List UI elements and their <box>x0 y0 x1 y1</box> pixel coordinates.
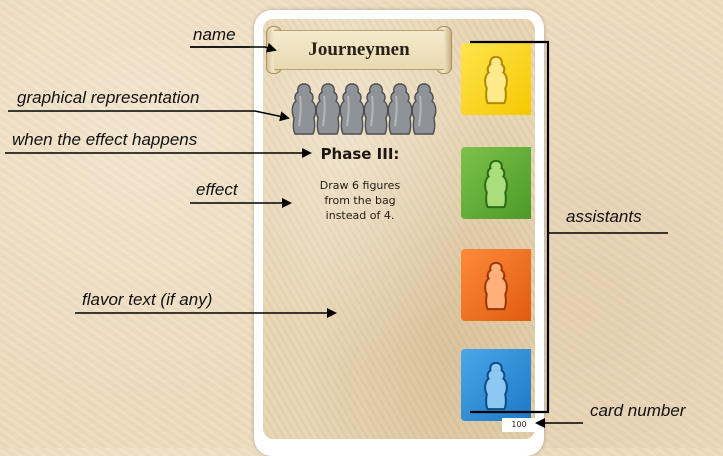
meeple-figure-icon <box>361 82 391 136</box>
assistant-yellow <box>461 43 531 115</box>
meeple-figure-icon <box>484 159 508 209</box>
meeple-figure-icon <box>484 261 508 311</box>
effect-text: Draw 6 figures from the bag instead of 4… <box>290 178 430 223</box>
name-scroll: Journeymen <box>266 26 452 74</box>
meeple-figure-icon <box>409 82 439 136</box>
scroll-paper: Journeymen <box>274 30 444 70</box>
assistant-blue <box>461 349 531 421</box>
meeple-figure-icon <box>313 82 343 136</box>
meeple-figure-icon <box>289 82 319 136</box>
label-graphical-representation: graphical representation <box>17 88 200 107</box>
assistants-bracket <box>470 40 550 414</box>
assistant-green <box>461 147 531 219</box>
label-name: name <box>193 25 236 44</box>
label-card-number: card number <box>590 401 686 420</box>
arrow-graphical <box>8 110 290 122</box>
phase-text: Phase III: <box>320 145 400 163</box>
effect-line: instead of 4. <box>325 209 395 222</box>
label-flavor-text: flavor text (if any) <box>82 290 213 309</box>
label-effect: effect <box>196 180 238 199</box>
meeple-figure-icon <box>385 82 415 136</box>
effect-line: Draw 6 figures <box>319 179 401 192</box>
card-number: 100 <box>502 418 536 432</box>
effect-line: from the bag <box>324 194 396 207</box>
assistant-orange <box>461 249 531 321</box>
meeple-figure-icon <box>337 82 367 136</box>
card-name: Journeymen <box>308 39 410 60</box>
meeple-figure-icon <box>484 361 508 411</box>
label-when-effect-happens: when the effect happens <box>12 130 198 149</box>
meeple-figure-icon <box>484 55 508 105</box>
graphical-representation <box>289 82 449 138</box>
label-assistants: assistants <box>566 207 642 226</box>
